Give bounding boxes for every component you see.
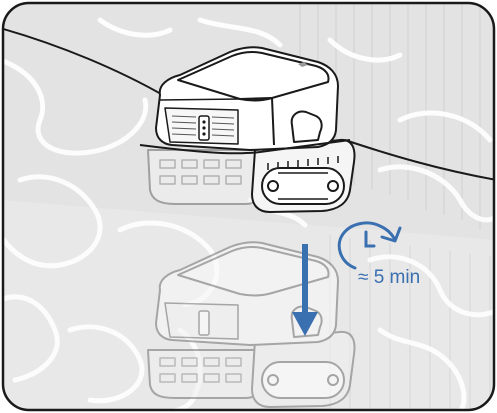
robot-floating-tracks (148, 150, 262, 204)
sink-duration-label: ≈ 5 min (358, 267, 420, 288)
